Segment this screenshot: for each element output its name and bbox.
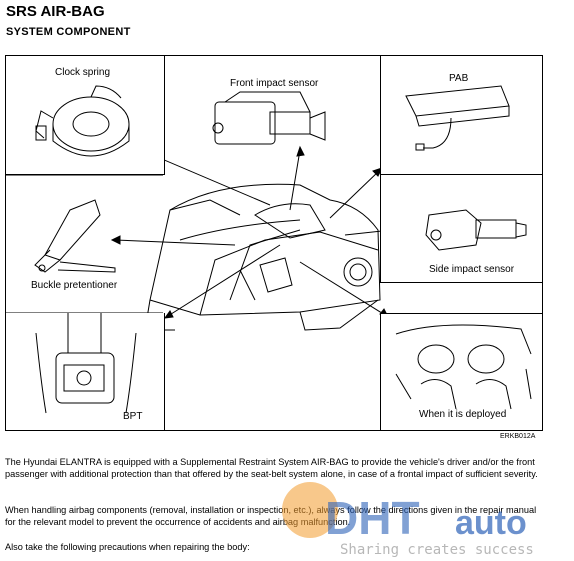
bpt-icon: [35, 313, 137, 414]
svg-text:DHT: DHT: [325, 492, 420, 544]
side-impact-sensor-box: Side impact sensor: [380, 175, 543, 283]
handling-paragraph: When handling airbag components (removal…: [5, 505, 537, 527]
precautions-paragraph: Also take the following precautions when…: [5, 542, 250, 552]
figure-code: ERKB012A: [500, 433, 536, 440]
clock-spring-icon: [35, 85, 130, 157]
deployed-label: When it is deployed: [419, 409, 507, 420]
dht-auto-watermark-logo: DHT auto Sharing creates success: [282, 482, 534, 558]
svg-text:Sharing creates success: Sharing creates success: [340, 542, 534, 558]
bpt-box: BPT: [5, 313, 165, 431]
clock-spring-box: Clock spring: [5, 55, 165, 175]
buckle-pretensioner-label: Buckle pretentioner: [31, 280, 118, 291]
clock-spring-label: Clock spring: [55, 67, 111, 78]
deployed-box: When it is deployed: [380, 313, 543, 431]
intro-paragraph: The Hyundai ELANTRA is equipped with a S…: [5, 457, 538, 479]
front-impact-sensor-label: Front impact sensor: [230, 78, 319, 89]
page-title: SRS AIR-BAG: [6, 3, 105, 20]
side-impact-sensor-icon: [425, 209, 527, 251]
svg-text:auto: auto: [455, 504, 527, 542]
pab-box: PAB: [380, 55, 543, 175]
side-impact-sensor-label: Side impact sensor: [429, 264, 515, 275]
bpt-label: BPT: [123, 411, 143, 422]
pab-label: PAB: [449, 73, 469, 84]
pab-icon: [405, 85, 510, 151]
section-subtitle: SYSTEM COMPONENT: [6, 26, 131, 38]
deployed-airbag-icon: [395, 324, 532, 410]
